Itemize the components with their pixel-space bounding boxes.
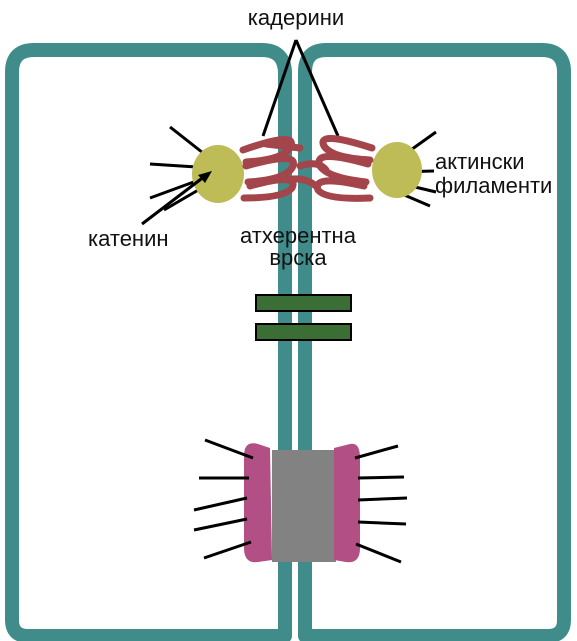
actin-filaments-label-line2: филаменти <box>435 174 552 198</box>
catenin-label: катенин <box>88 227 169 251</box>
catenin-plaque-icon <box>372 142 422 198</box>
catenin-plaque-icon <box>192 145 244 203</box>
intermediate-filament <box>358 522 406 524</box>
cadherins-label: кадерини <box>236 6 356 30</box>
desmosome-core <box>272 450 336 562</box>
adherens-junction-label-line2: врска <box>230 246 366 270</box>
intermediate-filament <box>358 477 404 478</box>
intermediate-filament <box>358 498 407 500</box>
actin-filaments-label-line1: актински <box>435 150 525 174</box>
